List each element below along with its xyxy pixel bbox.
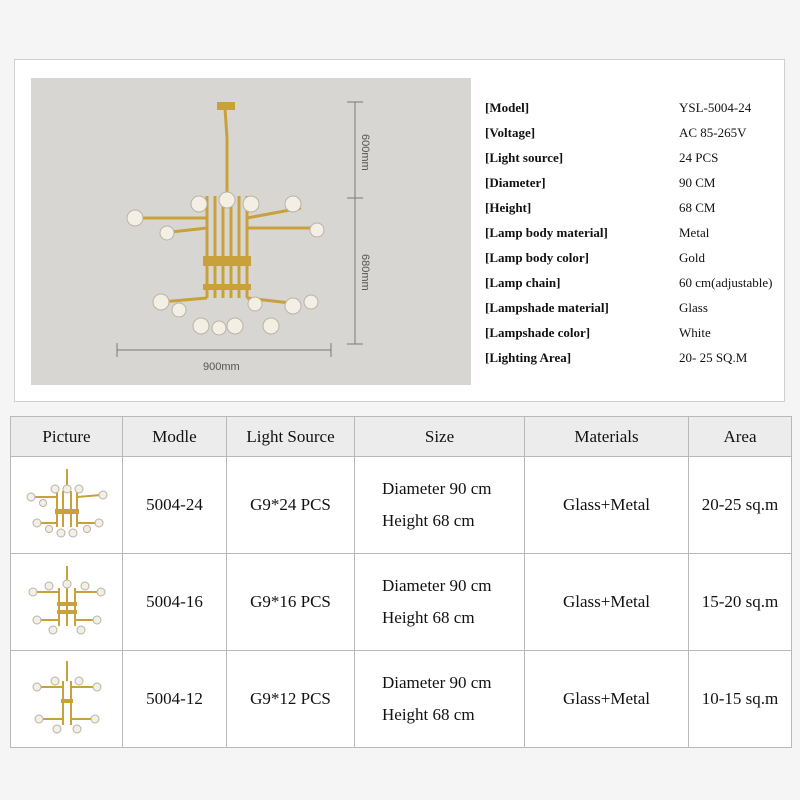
header-materials: Materials xyxy=(524,416,689,457)
size-cell: Diameter 90 cm Height 68 cm xyxy=(354,650,525,748)
spec-key: [Diameter] xyxy=(485,175,546,190)
chandelier-12-thumbnail xyxy=(32,661,101,734)
bulbs xyxy=(126,191,325,336)
header-area: Area xyxy=(688,416,792,457)
spec-value: 24 PCS xyxy=(679,150,719,165)
spec-key: [Lamp body material] xyxy=(485,225,608,240)
dim-bottom-label: 680mm xyxy=(359,254,371,291)
model-cell: 5004-12 xyxy=(122,650,227,748)
light-source-cell: G9*12 PCS xyxy=(226,650,355,748)
header-model: Modle xyxy=(122,416,227,457)
area-cell: 20-25 sq.m xyxy=(688,456,792,554)
spec-value: AC 85-265V xyxy=(679,125,747,140)
materials-cell: Glass+Metal xyxy=(524,650,689,748)
table-row: 5004-24 G9*24 PCS Diameter 90 cm Height … xyxy=(10,456,792,554)
spec-key: [Lampshade color] xyxy=(485,325,591,340)
spec-row-lampshade-color: [Lampshade color] White xyxy=(485,321,785,345)
spec-value: 20- 25 SQ.M xyxy=(679,350,748,365)
chandelier-24-thumbnail xyxy=(26,469,107,538)
spec-value: 68 CM xyxy=(679,200,716,215)
area-cell: 10-15 sq.m xyxy=(688,650,792,748)
size-cell: Diameter 90 cm Height 68 cm xyxy=(354,553,525,651)
light-source-cell: G9*16 PCS xyxy=(226,553,355,651)
spec-key: [Lampshade material] xyxy=(485,300,609,315)
chandelier-diagram: 600mm 680mm 900mm xyxy=(116,101,371,373)
product-comparison-table: Picture Modle Light Source Size Material… xyxy=(10,416,792,748)
spec-row-lampshade-material: [Lampshade material] Glass xyxy=(485,296,785,320)
spec-value: Metal xyxy=(679,225,710,240)
spec-value: Glass xyxy=(679,300,708,315)
spec-key: [Lamp body color] xyxy=(485,250,589,265)
model-cell: 5004-16 xyxy=(122,553,227,651)
chandelier-16-thumbnail xyxy=(28,566,105,635)
header-picture: Picture xyxy=(10,416,123,457)
size-height: Height 68 cm xyxy=(382,511,475,530)
spec-key: [Model] xyxy=(485,100,530,115)
header-light-source: Light Source xyxy=(226,416,355,457)
spec-row-lamp-body-color: [Lamp body color] Gold xyxy=(485,246,785,270)
light-source-cell: G9*24 PCS xyxy=(226,456,355,554)
spec-row-height: [Height] 68 CM xyxy=(485,196,785,220)
chandelier-diagram-image: 600mm 680mm 900mm xyxy=(31,78,471,385)
spec-row-light-source: [Light source] 24 PCS xyxy=(485,146,785,170)
spec-value: 90 CM xyxy=(679,175,716,190)
materials-cell: Glass+Metal xyxy=(524,456,689,554)
header-size: Size xyxy=(354,416,525,457)
spec-key: [Lighting Area] xyxy=(485,350,572,365)
spec-value: Gold xyxy=(679,250,705,265)
dim-top-label: 600mm xyxy=(359,134,371,171)
spec-row-lamp-chain: [Lamp chain] 60 cm(adjustable) xyxy=(485,271,785,295)
spec-row-model: [Model] YSL-5004-24 xyxy=(485,96,785,120)
model-cell: 5004-24 xyxy=(122,456,227,554)
picture-cell xyxy=(10,650,123,748)
size-cell: Diameter 90 cm Height 68 cm xyxy=(354,456,525,554)
spec-key: [Height] xyxy=(485,200,532,215)
spec-key: [Lamp chain] xyxy=(485,275,561,290)
spec-value: YSL-5004-24 xyxy=(679,100,752,115)
spec-key: [Light source] xyxy=(485,150,564,165)
picture-cell xyxy=(10,456,123,554)
spec-row-diameter: [Diameter] 90 CM xyxy=(485,171,785,195)
dim-width-label: 900mm xyxy=(203,361,240,373)
spec-card: 600mm 680mm 900mm xyxy=(14,59,785,402)
spec-row-lighting-area: [Lighting Area] 20- 25 SQ.M xyxy=(485,346,785,370)
size-height: Height 68 cm xyxy=(382,608,475,627)
size-diameter: Diameter 90 cm xyxy=(382,576,492,595)
table-row: 5004-16 G9*16 PCS Diameter 90 cm Height … xyxy=(10,553,792,651)
spec-row-voltage: [Voltage] AC 85-265V xyxy=(485,121,785,145)
size-diameter: Diameter 90 cm xyxy=(382,673,492,692)
table-header-row: Picture Modle Light Source Size Material… xyxy=(10,416,792,457)
spec-value: White xyxy=(679,325,711,340)
spec-key: [Voltage] xyxy=(485,125,536,140)
size-diameter: Diameter 90 cm xyxy=(382,479,492,498)
area-cell: 15-20 sq.m xyxy=(688,553,792,651)
picture-cell xyxy=(10,553,123,651)
materials-cell: Glass+Metal xyxy=(524,553,689,651)
spec-value: 60 cm(adjustable) xyxy=(679,275,773,290)
size-height: Height 68 cm xyxy=(382,705,475,724)
spec-row-lamp-body-material: [Lamp body material] Metal xyxy=(485,221,785,245)
table-row: 5004-12 G9*12 PCS Diameter 90 cm Height … xyxy=(10,650,792,748)
